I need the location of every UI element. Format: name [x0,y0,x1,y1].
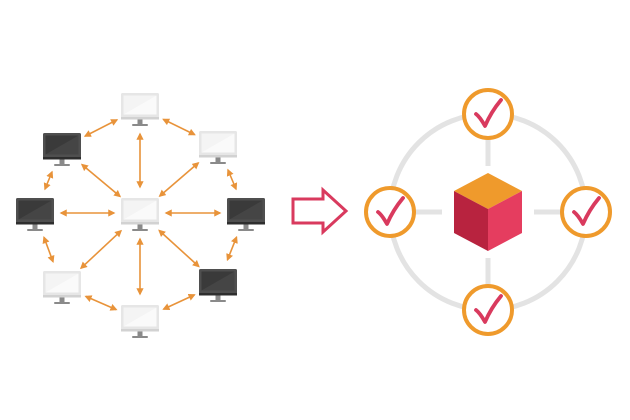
monitor-icon-left [16,198,54,231]
arrow-upper-left-center [80,163,122,198]
arrow-lower-right-center [158,229,200,268]
check-circle-icon-top [462,88,514,140]
arrow-top-upper-left [83,119,119,137]
monitor-icon-right [227,198,265,231]
central-hub [364,88,612,336]
monitor-icon-lower-right [199,269,237,302]
connection-arrows [42,118,238,311]
check-nodes [364,88,612,336]
monitor-icon-center [121,198,159,231]
arrow-lower-right-bottom [162,294,196,310]
arrow-lower-left-bottom [84,295,118,311]
arrow-upper-left-left [43,170,54,191]
arrow-right-outline [291,186,349,236]
monitor-icon-top [121,93,159,126]
cube-left-face [454,191,488,251]
transform-arrow-icon [291,186,349,236]
arrow-upper-right-right [226,168,238,191]
check-circle-icon-bottom [462,284,514,336]
arrow-lower-left-center [79,229,123,270]
cube-right-face [488,191,522,251]
monitor-nodes [16,93,265,338]
monitor-icon-upper-right [199,131,237,164]
arrow-top-upper-right [162,118,196,136]
arrow-left-lower-left [42,236,55,263]
hub-spokes [416,140,560,284]
check-circle-icon-left [364,186,416,238]
cube-icon [454,173,522,251]
check-circle-icon-right [560,186,612,238]
monitor-icon-lower-left [43,271,81,304]
monitor-icon-bottom [121,305,159,338]
peer-network [16,93,265,338]
arrow-right-lower-right [226,235,238,262]
arrow-upper-right-center [158,161,200,198]
monitor-icon-upper-left [43,133,81,166]
